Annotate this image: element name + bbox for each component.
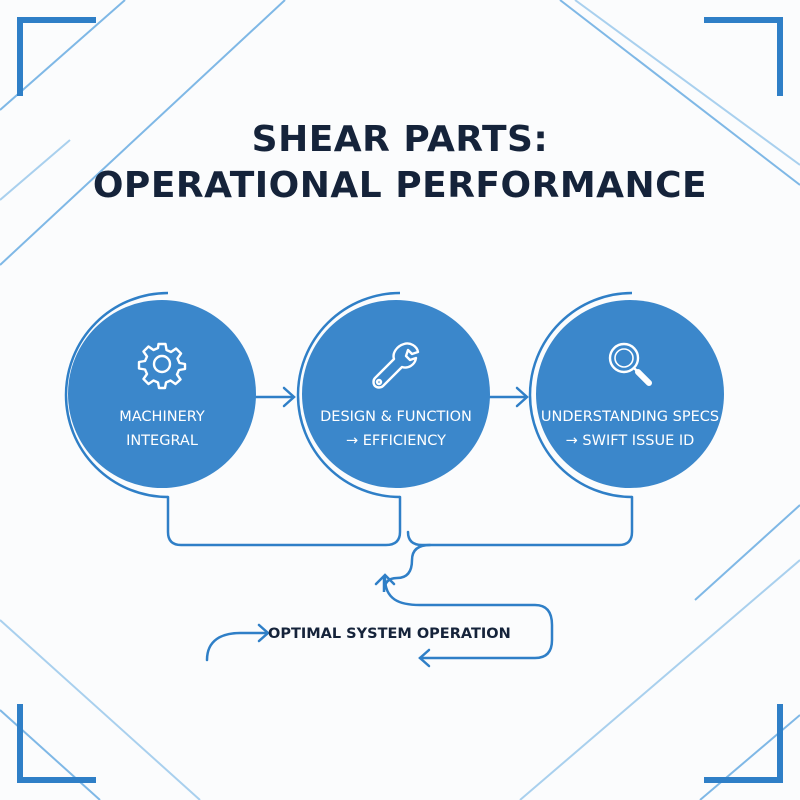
optimal-operation-label: OPTIMAL SYSTEM OPERATION xyxy=(268,626,511,642)
node-label-line-1: DESIGN & FUNCTION xyxy=(320,409,472,425)
flow-arrows xyxy=(254,386,529,408)
node-label-line-1: UNDERSTANDING SPECS xyxy=(540,409,720,425)
feedback-connectors xyxy=(166,495,634,668)
magnifier-icon xyxy=(608,342,652,386)
node-label-line-1: MACHINERY xyxy=(119,409,205,425)
corner-brackets xyxy=(17,17,783,783)
title-line-2: OPERATIONAL PERFORMANCE xyxy=(92,165,708,206)
node-label-line-2: INTEGRAL xyxy=(126,433,198,449)
node-label-line-2: → EFFICIENCY xyxy=(345,433,446,449)
node-label-line-2: → SWIFT ISSUE ID xyxy=(565,433,695,449)
node-orbit-arcs xyxy=(64,291,633,499)
node-machinery: MACHINERY INTEGRAL xyxy=(68,300,256,488)
title-line-1: SHEAR PARTS: xyxy=(251,119,549,160)
node-understanding-specs: UNDERSTANDING SPECS → SWIFT ISSUE ID xyxy=(536,300,724,488)
wrench-icon xyxy=(372,342,420,389)
gear-icon xyxy=(137,342,187,390)
node-design-function: DESIGN & FUNCTION → EFFICIENCY xyxy=(302,300,490,488)
